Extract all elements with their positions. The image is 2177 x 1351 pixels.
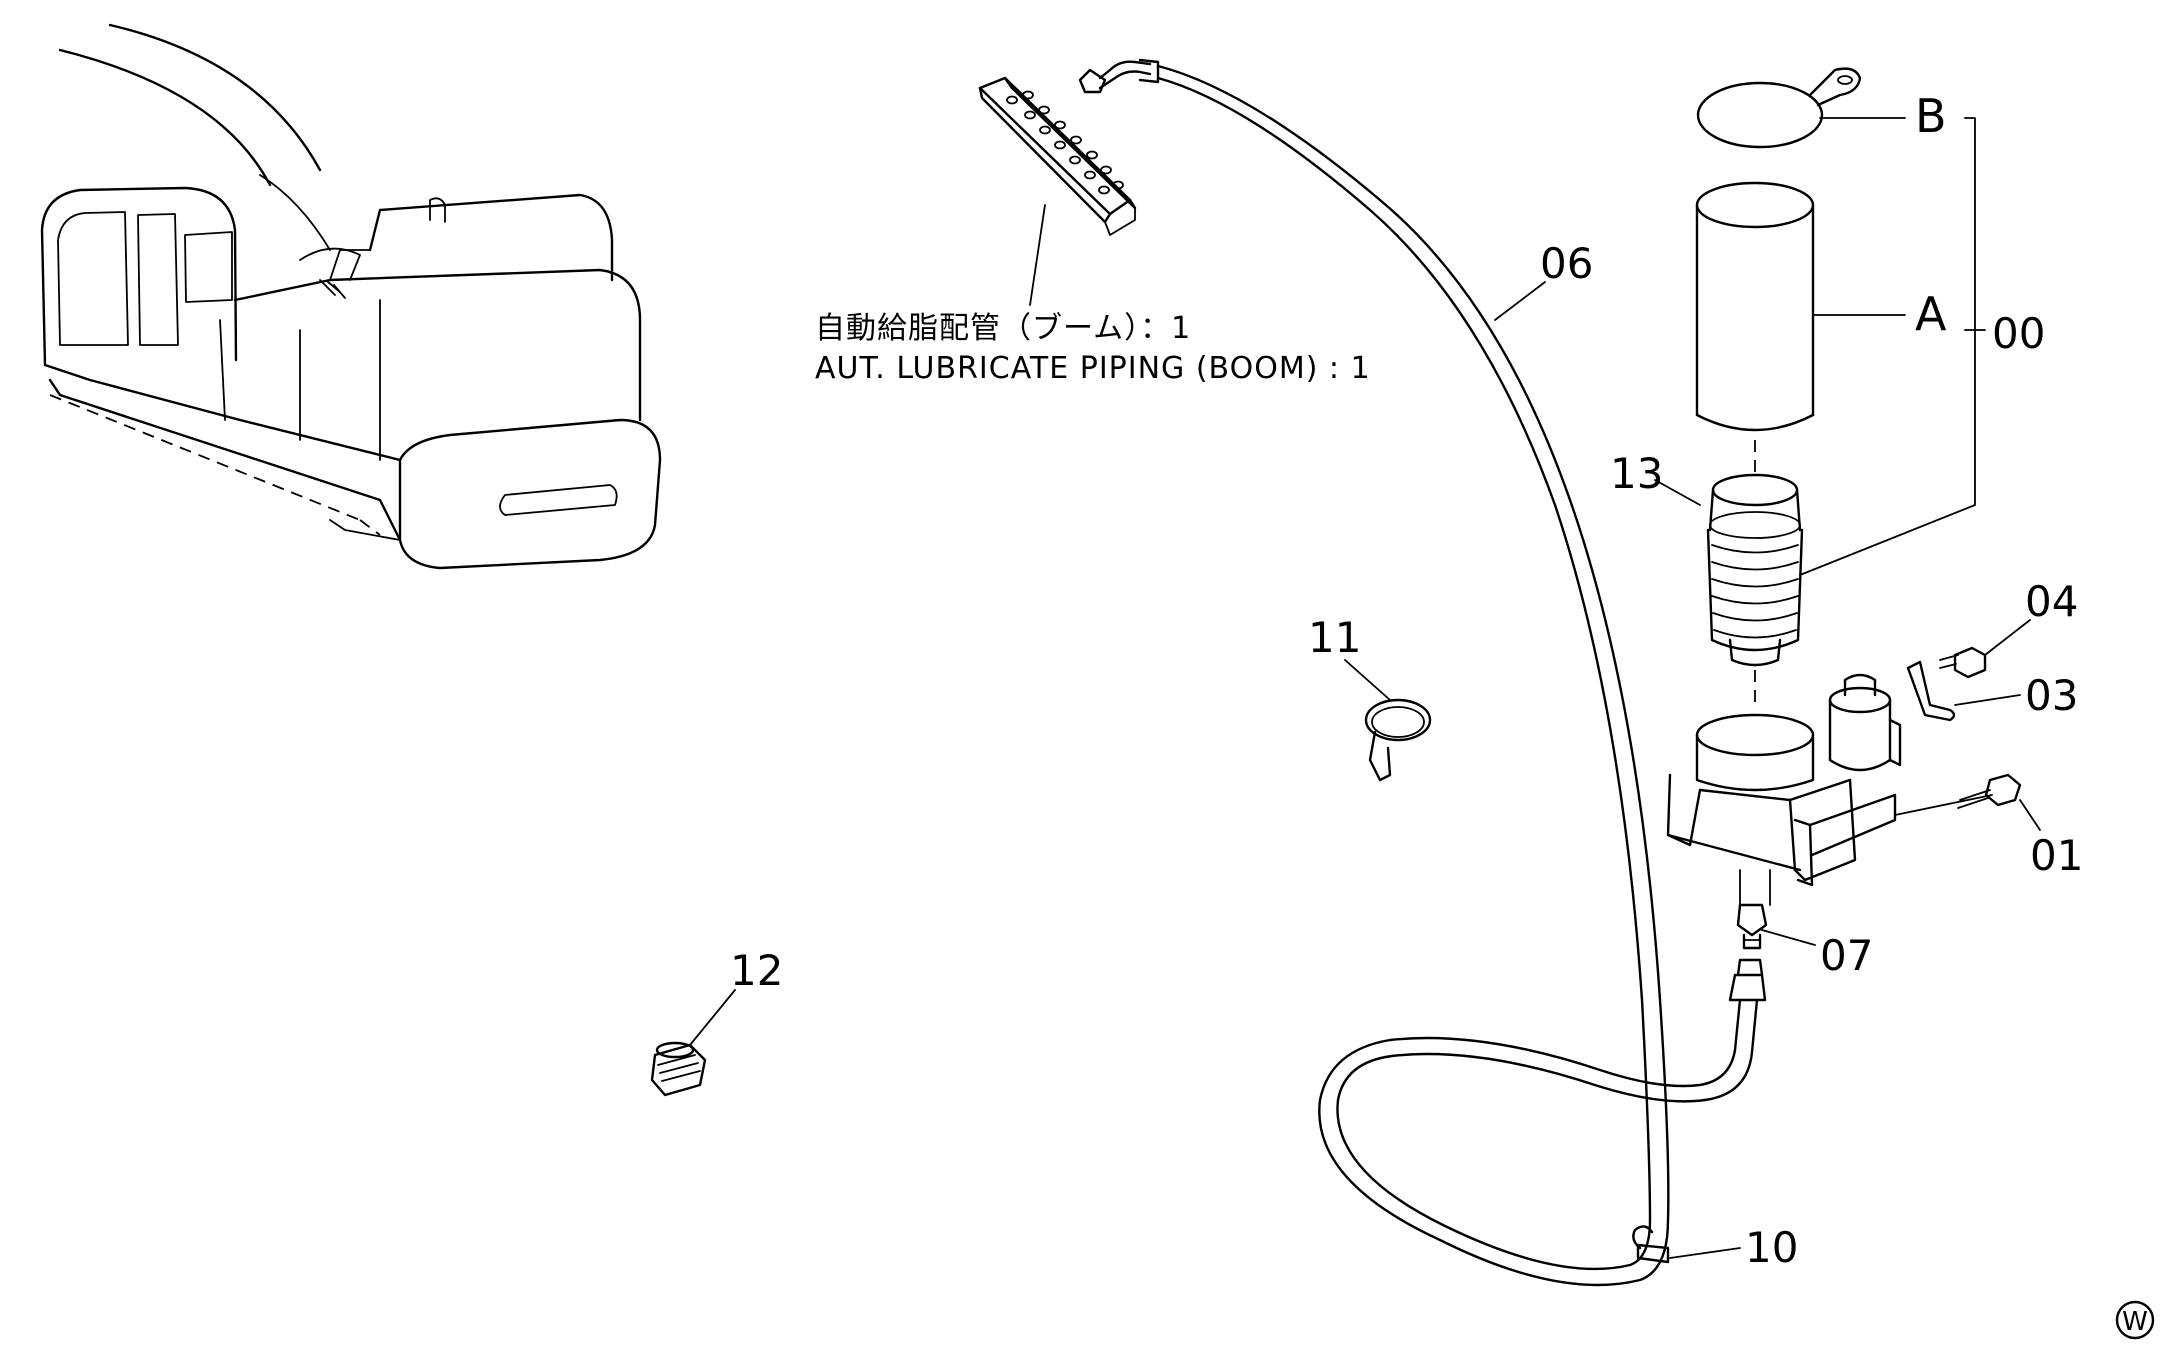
label-06: 06 — [1540, 239, 1593, 288]
clip-03 — [1906, 660, 2021, 722]
bolt-04 — [1939, 619, 2031, 679]
label-00: 00 — [1992, 309, 2045, 358]
distribution-block — [978, 76, 1137, 306]
note-english: AUT. LUBRICATE PIPING (BOOM) : 1 — [815, 351, 1371, 386]
label-13: 13 — [1610, 449, 1663, 498]
label-B: B — [1915, 89, 1947, 143]
label-10: 10 — [1745, 1223, 1798, 1272]
label-07: 07 — [1820, 931, 1873, 980]
label-01: 01 — [2030, 831, 2083, 880]
corner-mark-letter: W — [2122, 1307, 2148, 1337]
hose-06 — [1078, 58, 1767, 1287]
label-11: 11 — [1308, 613, 1361, 662]
grease-pump-assembly — [1654, 67, 1986, 906]
label-A: A — [1915, 287, 1947, 341]
corner-mark: W — [2115, 1300, 2155, 1340]
note-japanese: 自動給脂配管（ブーム）：1 — [815, 311, 1191, 346]
label-04: 04 — [2025, 577, 2078, 626]
excavator-overview — [40, 23, 662, 570]
clamp-10 — [1632, 1225, 1741, 1264]
label-12: 12 — [730, 946, 783, 995]
fitting-07 — [1736, 903, 1816, 950]
clamp-11 — [1344, 659, 1432, 782]
bolt-01 — [1894, 773, 2041, 831]
fitting-12 — [650, 989, 736, 1097]
label-03: 03 — [2025, 671, 2078, 720]
